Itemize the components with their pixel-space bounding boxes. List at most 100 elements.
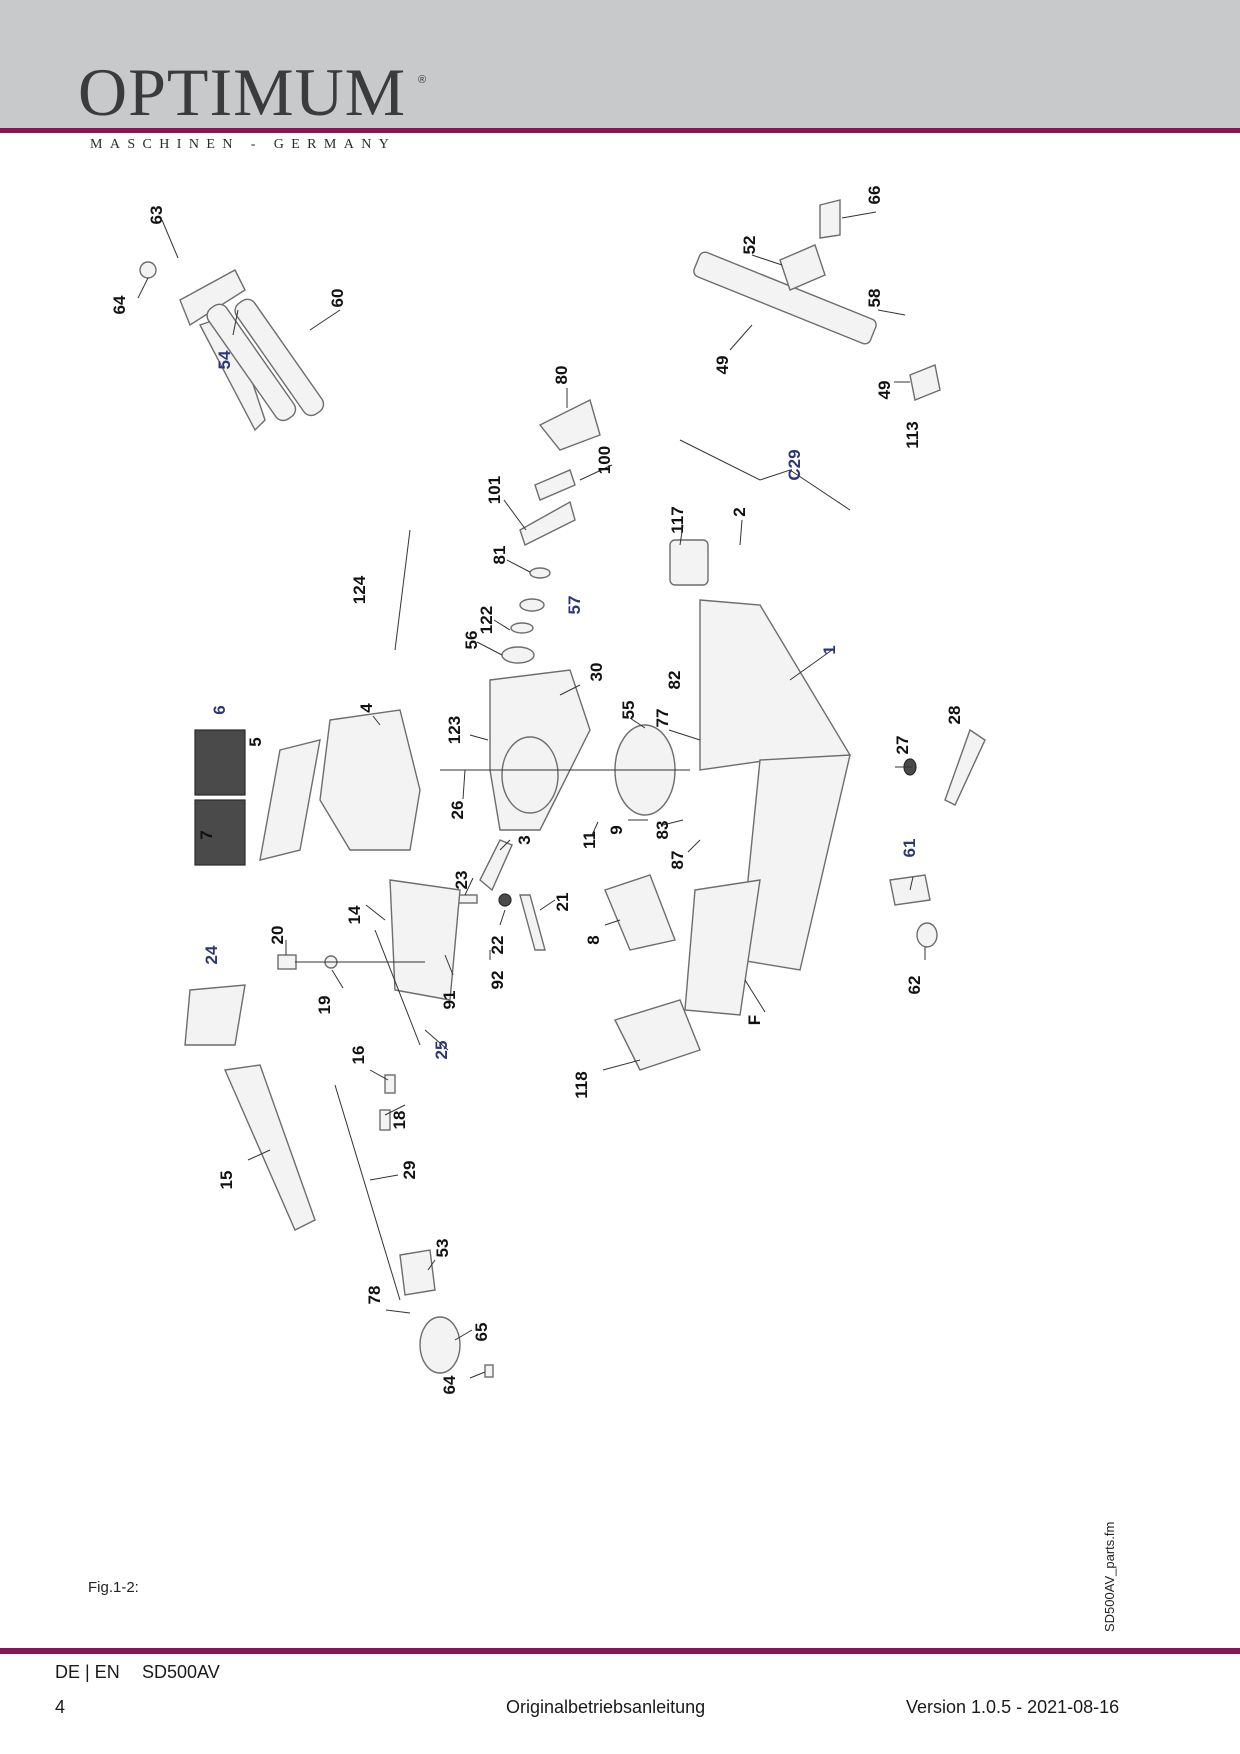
part-label-117: 117 [668,506,687,533]
part-bracket-63 [179,269,246,327]
part-ring-81 [529,567,551,579]
part-handwheel-65 [419,1316,461,1374]
part-label-113: 113 [903,421,922,448]
part-label-26: 26 [448,801,467,820]
part-label-9: 9 [607,825,626,834]
part-label-92: 92 [488,971,507,990]
callout-leaders [137,211,926,1379]
part-bar-21 [519,894,546,951]
part-label-87: 87 [668,851,687,870]
part-bracket-52 [779,244,826,291]
part-label-2: 2 [730,507,749,516]
header-rule [0,128,1240,133]
part-label-83: 83 [653,821,672,840]
part-label-7: 7 [197,830,216,839]
part-label-29: 29 [400,1161,419,1180]
part-label-61: 61 [900,839,919,858]
footer-rule [0,1648,1240,1654]
part-label-15: 15 [217,1171,236,1190]
part-label-54: 54 [215,350,234,369]
part-bearing-56 [501,646,535,664]
part-label-56: 56 [462,631,481,650]
part-plate-5 [259,739,321,861]
part-label-64a: 64 [110,295,129,314]
part-label-19: 19 [315,996,334,1015]
part-eye-64 [139,261,157,279]
part-cover-80 [538,398,601,451]
part-spring-60a [206,303,297,422]
part-label-20: 20 [268,926,287,945]
part-label-52: 52 [740,236,759,255]
part-label-4: 4 [357,703,376,713]
part-label-49a: 49 [713,356,732,375]
part-mesh-7 [194,799,246,866]
part-label-77: 77 [653,709,672,728]
part-wheel-housing-30 [501,736,559,814]
part-label-78: 78 [365,1286,384,1305]
part-panel-F [684,879,761,1016]
brand-logo: OPTIMUM [78,54,407,130]
part-label-64b: 64 [440,1375,459,1394]
part-label-21: 21 [553,893,572,912]
part-label-49b: 49 [875,381,894,400]
part-tray-118 [614,999,701,1071]
part-drawings [139,199,986,1378]
part-label-C29: C29 [785,449,804,480]
part-sleeve-20 [277,954,297,970]
part-label-58: 58 [865,289,884,308]
part-rail-25 [374,929,421,1046]
part-label-14: 14 [345,905,364,924]
part-label-16: 16 [349,1046,368,1065]
part-vise-4 [319,709,421,851]
document-version: Version 1.0.5 - 2021-08-16 [906,1697,1120,1717]
part-label-122: 122 [477,606,496,634]
part-bar-3 [479,839,513,892]
part-label-57: 57 [565,596,584,615]
part-clamp-100 [534,469,576,501]
document-title: Originalbetriebsanleitung [506,1697,706,1717]
part-label-82: 82 [665,671,684,690]
part-label-11: 11 [580,831,599,849]
part-label-1: 1 [820,645,839,654]
part-label-27: 27 [893,736,912,755]
side-filename: SD500AV_parts.fm [1102,1521,1117,1632]
part-base-front-1 [739,754,851,971]
part-label-18: 18 [390,1111,409,1130]
part-label-62: 62 [905,976,924,995]
part-fitting-113 [909,364,941,401]
part-ring-122 [510,622,534,634]
brand-tagline: MASCHINEN - GERMANY [90,137,397,152]
header-band [0,0,1240,128]
part-label-101: 101 [485,476,504,504]
part-table-14 [389,879,461,1001]
figure-caption: Fig.1-2: [88,1579,139,1596]
part-lever-28 [944,728,986,806]
part-label-118: 118 [572,1071,591,1098]
part-label-25: 25 [432,1041,451,1060]
part-label-3: 3 [515,835,534,844]
part-label-8: 8 [584,935,603,944]
part-mesh-6 [194,729,246,796]
part-bolt-16 [384,1074,396,1094]
footer-language: DE | EN [55,1662,120,1682]
part-clamp-101 [519,500,576,546]
part-block-53 [399,1249,436,1296]
part-label-100: 100 [595,446,614,474]
part-bracket-66 [819,199,841,239]
part-label-123: 123 [445,716,464,744]
footer-model: SD500AV [142,1662,220,1682]
part-pipe-C29 [679,439,851,511]
part-spindle-124 [394,529,411,651]
part-guard-15 [223,1064,316,1231]
parts-diagram-svg: 63645460665258494911380101100C2911728157… [110,186,986,1394]
part-label-5: 5 [246,737,265,746]
part-label-81: 81 [490,546,509,565]
part-bolt-18 [379,1109,391,1131]
part-ring-57 [519,598,545,612]
part-label-30: 30 [587,663,606,682]
part-label-80: 80 [552,366,571,385]
part-pump-117 [669,539,709,586]
part-label-65: 65 [472,1323,491,1342]
part-label-53: 53 [433,1239,452,1258]
